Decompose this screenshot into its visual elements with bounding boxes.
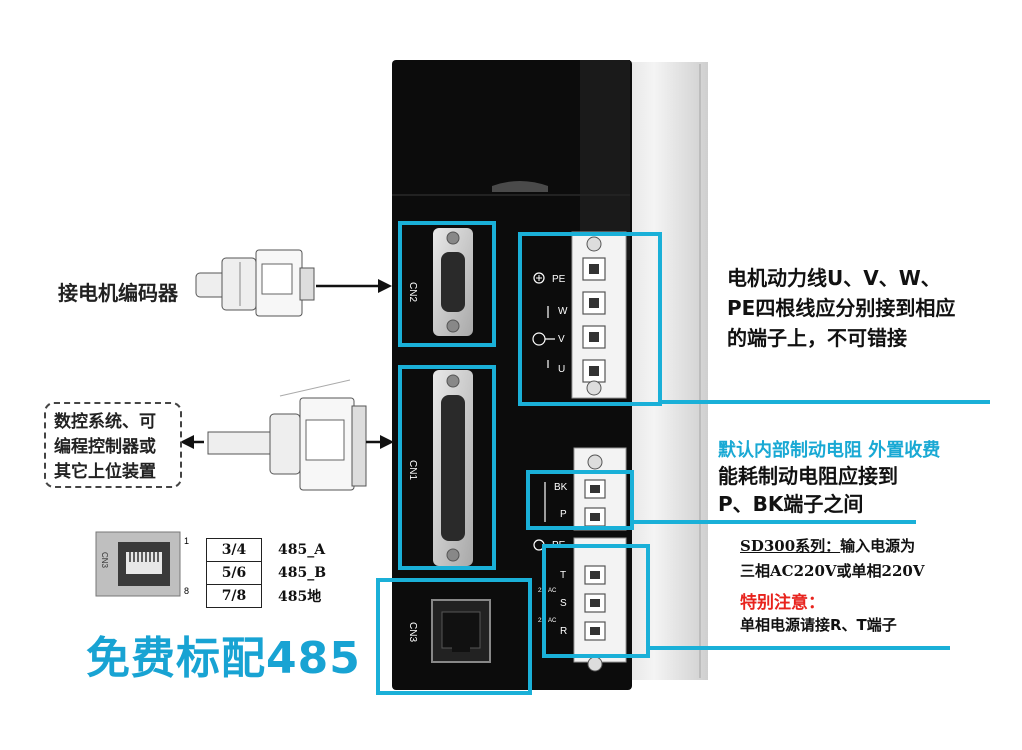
term-u: U — [558, 364, 565, 375]
cn3-highlight — [376, 578, 532, 695]
signal-cell: 485_B — [278, 565, 327, 581]
power-input-spec: 三相AC220V或单相220V — [740, 562, 925, 580]
signal-cell: 485地 — [278, 589, 322, 605]
term-p: P — [560, 509, 567, 520]
power-input-title: SD300系列：输入电源为 — [740, 535, 915, 556]
brake-resistor-default-note: 默认内部制动电阻 外置收费 — [718, 440, 941, 461]
power-highlight — [542, 544, 650, 658]
signal-cell: 485_A — [278, 542, 326, 558]
host-line-2: 编程控制器或 — [54, 437, 156, 457]
term-s: S — [560, 598, 567, 609]
cn1-label: CN1 — [407, 460, 418, 480]
host-line-1: 数控系统、可 — [54, 412, 156, 432]
rj45-cn3-label: CN3 — [100, 552, 109, 569]
cn2-highlight — [398, 221, 496, 347]
ac-mark-2: AC — [548, 618, 557, 624]
ac-num-1: 22 — [538, 588, 545, 594]
term-pe: PE — [552, 274, 566, 285]
ac-num-2: 22 — [538, 618, 545, 624]
host-controller-box: 数控系统、可 编程控制器或 其它上位装置 — [44, 402, 182, 488]
cn1-highlight — [398, 365, 496, 570]
pin-cell: 5/6 — [206, 561, 262, 585]
rj45-pin-8: 8 — [184, 586, 189, 596]
brake-resistor-note: 能耗制动电阻应接到P、BK端子之间 — [718, 464, 898, 516]
ac-mark-1: AC — [548, 588, 557, 594]
promo-text: 免费标配485 — [86, 633, 361, 684]
table-row: 5/6 485_B — [206, 561, 349, 585]
term-t: T — [560, 570, 566, 581]
host-line-3: 其它上位装置 — [54, 462, 156, 482]
cn2-label: CN2 — [407, 282, 418, 302]
rj45-illustration: CN3 1 8 — [95, 531, 189, 597]
table-row: 7/8 485地 — [206, 584, 349, 608]
special-notice: 特别注意： — [740, 593, 825, 613]
motor-highlight — [518, 232, 662, 406]
pin-cell: 3/4 — [206, 538, 262, 562]
series-name: SD300系列： — [740, 537, 841, 555]
term-w: W — [558, 306, 568, 317]
brake-highlight — [526, 470, 634, 530]
series-rest: 输入电源为 — [840, 537, 916, 555]
rs485-pin-table: 3/4 485_A 5/6 485_B 7/8 485地 — [206, 538, 349, 608]
term-bk: BK — [554, 482, 568, 493]
host-plug — [207, 379, 367, 491]
encoder-label: 接电机编码器 — [58, 281, 178, 305]
pin-cell: 7/8 — [206, 584, 262, 608]
term-v: V — [558, 334, 565, 345]
table-row: 3/4 485_A — [206, 538, 349, 562]
rj45-pin-1: 1 — [184, 536, 189, 546]
cn3-label: CN3 — [407, 622, 418, 642]
encoder-plug — [195, 249, 315, 317]
term-r: R — [560, 626, 567, 637]
motor-wiring-note: 电机动力线U、V、W、PE四根线应分别接到相应的端子上，不可错接 — [727, 266, 956, 350]
single-phase-note: 单相电源请接R、T端子 — [740, 616, 897, 634]
ground-symbol — [533, 272, 545, 284]
